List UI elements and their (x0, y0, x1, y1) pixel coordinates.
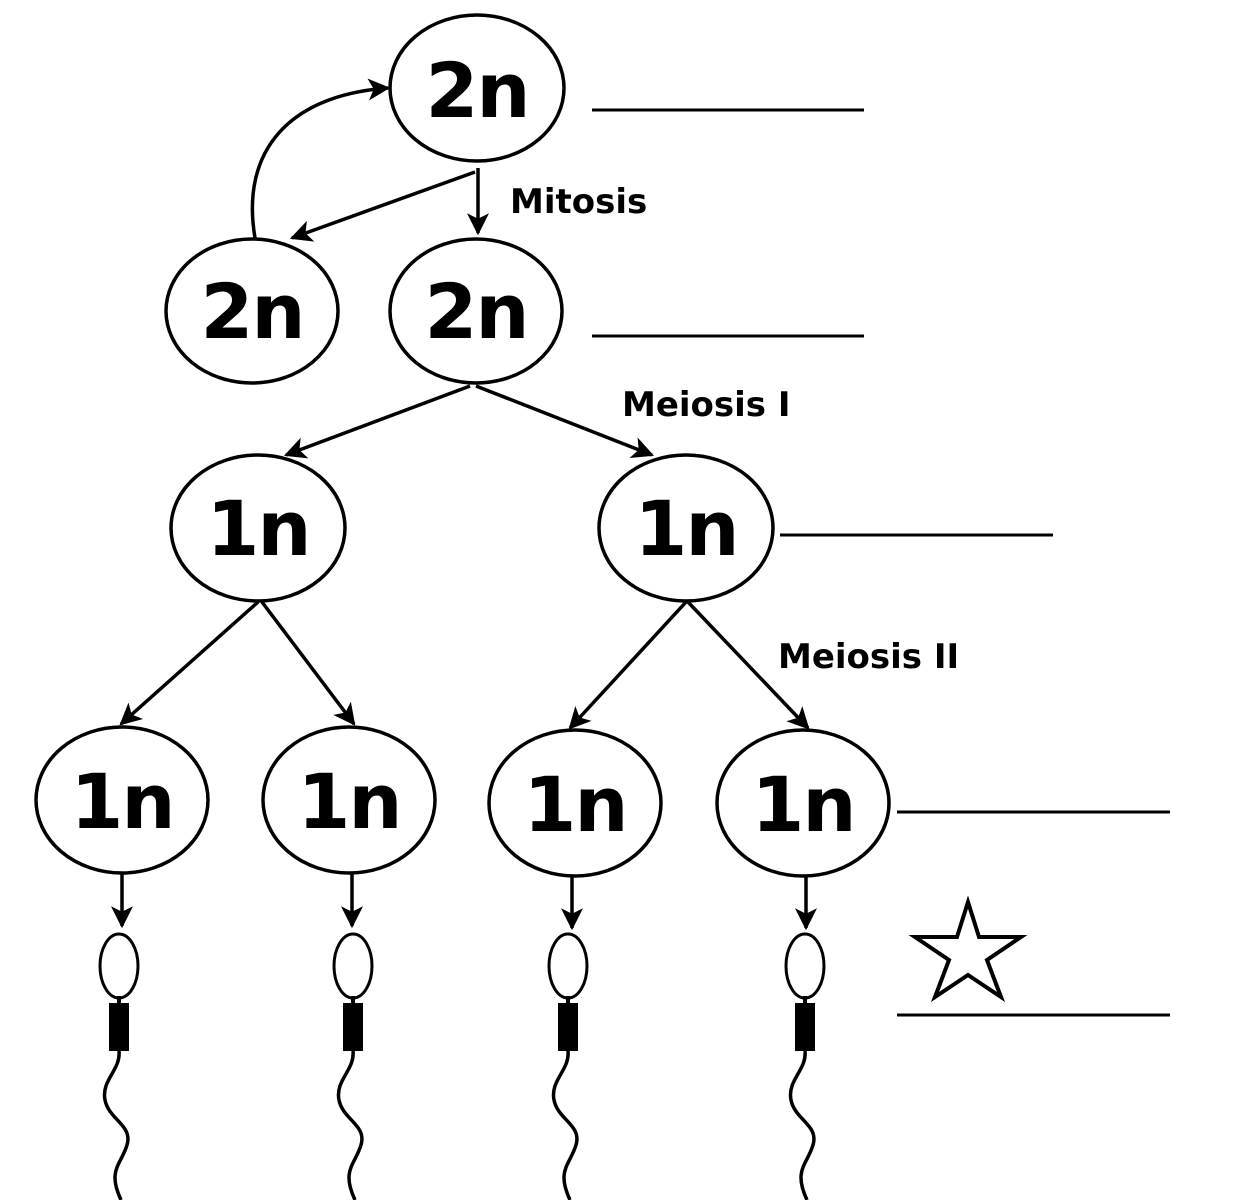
sperm-midpiece (343, 1003, 363, 1051)
sperm-head (784, 932, 826, 1000)
sperm-cells (98, 932, 826, 1200)
sperm-head (547, 932, 589, 1000)
cell-secondary-left: 1n (169, 453, 347, 603)
cell-label: 1n (207, 484, 310, 573)
cell-renewed: 2n (164, 237, 340, 385)
cell-label: 2n (201, 267, 304, 356)
label-meiosis-2: Meiosis II (778, 637, 959, 677)
sperm-tail (102, 1050, 130, 1200)
arrow-meiosis2-l2 (260, 600, 356, 726)
cell-spermatid-3: 1n (487, 728, 663, 878)
cell-label: 1n (524, 760, 627, 849)
sperm-midpiece (558, 1003, 578, 1051)
sperm-tail (336, 1050, 364, 1200)
arrow-meiosis1-left (283, 384, 471, 459)
answer-blanks (592, 108, 1170, 1017)
arrow-meiosis2-l1 (119, 600, 260, 726)
arrow-mitosis-left (289, 170, 476, 242)
sperm-tail (788, 1050, 816, 1200)
cell-label: 1n (752, 760, 855, 849)
sperm-icon (332, 932, 374, 1200)
cell-label: 2n (426, 46, 529, 135)
arrow-meiosis1-right (475, 384, 655, 459)
label-meiosis-1: Meiosis I (622, 385, 791, 425)
sperm-head (98, 932, 140, 1000)
cell-secondary-right: 1n (597, 453, 775, 603)
cell-label: 1n (298, 757, 401, 846)
sperm-tail (551, 1050, 579, 1200)
cell-stem: 2n (388, 13, 566, 163)
sperm-icon (784, 932, 826, 1200)
sperm-midpiece (109, 1003, 129, 1051)
sperm-midpiece (795, 1003, 815, 1051)
cell-spermatid-4: 1n (715, 728, 891, 878)
label-mitosis: Mitosis (510, 182, 647, 222)
cell-spermatid-2: 1n (261, 725, 437, 875)
sperm-head (332, 932, 374, 1000)
arrows (111, 78, 817, 931)
arrow-meiosis2-r2 (686, 600, 810, 730)
sperm-icon (547, 932, 589, 1200)
cell-label: 1n (71, 757, 174, 846)
arrow-renewal-loop (250, 78, 391, 239)
cell-label: 2n (425, 267, 528, 356)
arrow-meiosis2-r1 (568, 600, 688, 730)
cell-label: 1n (635, 484, 738, 573)
cell-primary: 2n (388, 237, 564, 385)
sperm-icon (98, 932, 140, 1200)
cell-spermatid-1: 1n (34, 725, 210, 875)
star-icon (908, 895, 1028, 1003)
